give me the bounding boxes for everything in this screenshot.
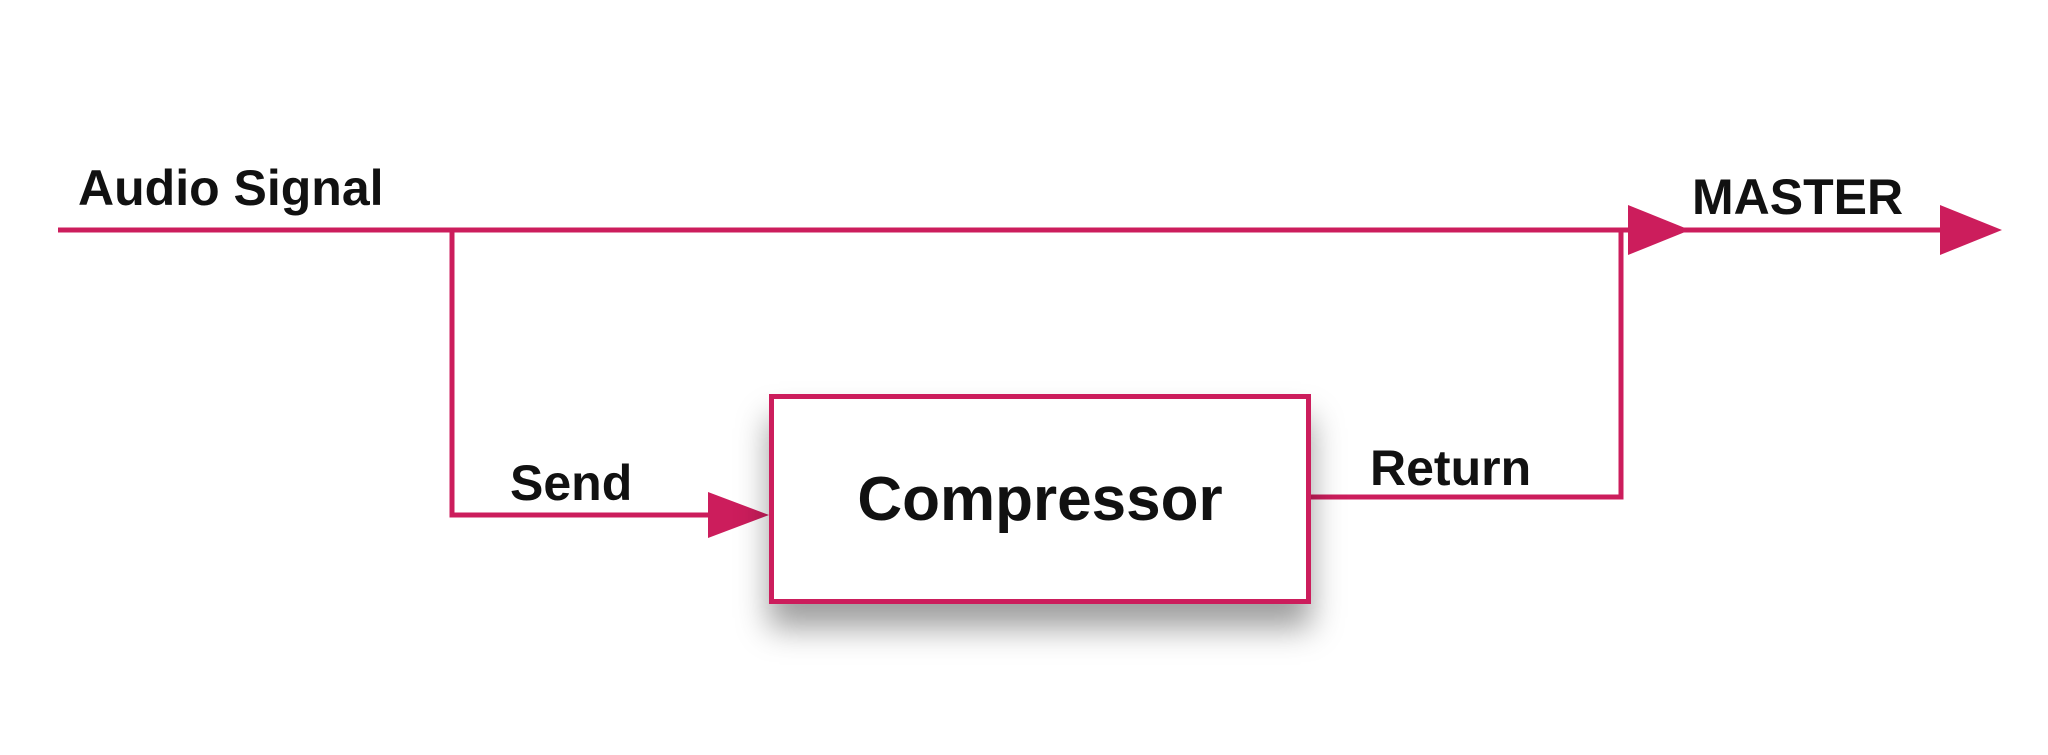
send-label: Send <box>510 455 633 511</box>
compressor-box: Compressor <box>769 394 1311 604</box>
audio-signal-label: Audio Signal <box>78 160 384 216</box>
compressor-label: Compressor <box>857 464 1223 534</box>
send-path <box>449 230 712 518</box>
return-merge-arrowhead <box>1628 205 1690 255</box>
master-arrowhead <box>1940 205 2002 255</box>
return-label: Return <box>1370 440 1532 496</box>
send-arrowhead <box>708 492 769 538</box>
return-path <box>1311 230 1624 500</box>
master-label: MASTER <box>1692 169 1904 225</box>
